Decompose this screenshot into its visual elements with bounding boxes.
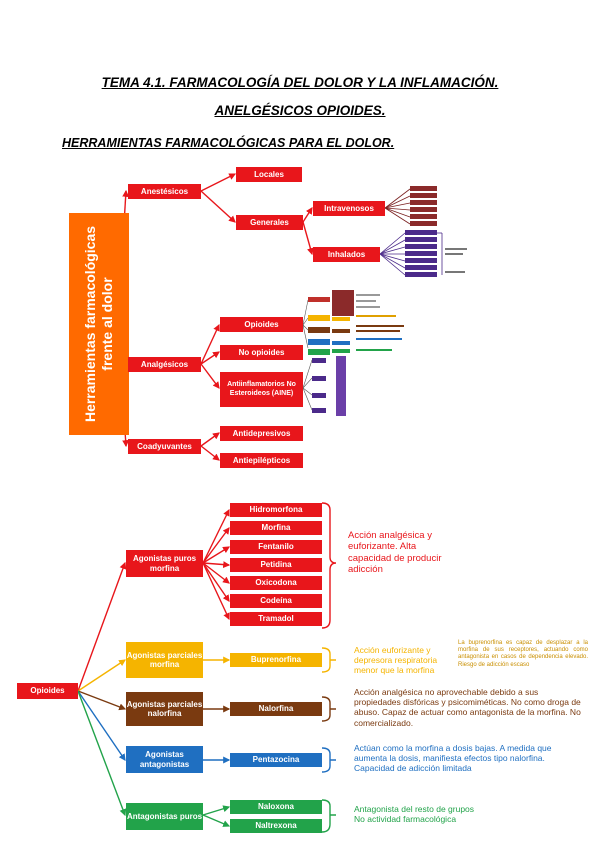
mini-text-line	[356, 294, 380, 296]
mini-box	[332, 317, 350, 321]
node-generales: Generales	[236, 215, 303, 230]
mini-box	[410, 193, 437, 198]
page-title: TEMA 4.1. FARMACOLOGÍA DEL DOLOR Y LA IN…	[101, 75, 499, 90]
mini-text-line	[356, 300, 376, 302]
tree1-root-label: Herramientas farmacológicas frente al do…	[82, 225, 115, 423]
mini-box	[312, 408, 326, 413]
node-intravenosos: Intravenosos	[313, 201, 385, 216]
drug-petidina: Petidina	[230, 558, 322, 572]
note-agonistas-puros: Acción analgésica y euforizante. Alta ca…	[348, 530, 442, 576]
mini-box	[405, 258, 437, 263]
mini-box	[405, 272, 437, 277]
mini-box	[332, 290, 354, 316]
drug-codeina: Codeína	[230, 594, 322, 608]
drug-nalorfina: Nalorfina	[230, 702, 322, 716]
mini-text-line	[445, 253, 463, 255]
node-anestesicos: Anestésicos	[128, 184, 201, 199]
mini-box	[312, 376, 326, 381]
note-agonistas-parciales-nalorfina: Acción analgésica no aprovechable debido…	[354, 687, 581, 728]
mini-box	[410, 186, 437, 191]
mini-box	[410, 214, 437, 219]
mini-box	[405, 265, 437, 270]
drug-morfina: Morfina	[230, 521, 322, 535]
mini-box	[405, 230, 437, 235]
group-agonistas-parciales-nalorfina: Agonistas parciales nalorfina	[126, 692, 203, 726]
note-agonistas-parciales-morfina: Acción euforizante y depresora respirato…	[354, 645, 438, 676]
mini-text-line	[356, 315, 396, 317]
node-opioides-root: Opioides	[17, 683, 78, 699]
group-agonistas-antagonistas: Agonistas antagonistas	[126, 746, 203, 773]
group-agonistas-puros: Agonistas puros morfina	[126, 550, 203, 577]
node-no-opioides: No opioides	[220, 345, 303, 360]
group-agonistas-parciales-morfina: Agonistas parciales morfina	[126, 642, 203, 678]
drug-fentanilo: Fentanilo	[230, 540, 322, 554]
mini-text-line	[356, 325, 404, 327]
mini-box	[410, 221, 437, 226]
mini-text-line	[356, 349, 392, 351]
mini-box	[410, 200, 437, 205]
group-antagonistas-puros: Antagonistas puros	[126, 803, 203, 830]
node-locales: Locales	[236, 167, 302, 182]
mini-text-line	[356, 306, 380, 308]
node-inhalados: Inhalados	[313, 247, 380, 262]
mini-text-line	[356, 330, 400, 332]
note-buprenorfina-detail: La buprenorfina es capaz de desplazar a …	[458, 640, 588, 668]
mini-box	[405, 251, 437, 256]
mini-box	[332, 329, 350, 333]
node-aine: Antiinflamatorios No Esteroideos (AINE)	[220, 372, 303, 407]
mini-box	[332, 341, 350, 345]
node-coadyuvantes: Coadyuvantes	[128, 439, 201, 454]
drug-pentazocina: Pentazocina	[230, 753, 322, 767]
node-antiepilepticos: Antiepilépticos	[220, 453, 303, 468]
node-analgesicos: Analgésicos	[128, 357, 201, 372]
drug-oxicodona: Oxicodona	[230, 576, 322, 590]
page-subtitle: ANELGÉSICOS OPIOIDES.	[214, 103, 386, 118]
mini-box	[308, 297, 330, 302]
mini-box	[308, 327, 330, 333]
mini-box	[308, 339, 330, 345]
mini-box	[312, 393, 326, 398]
mini-box	[405, 244, 437, 249]
note-agonistas-antagonistas: Actúan como la morfina a dosis bajas. A …	[354, 743, 552, 774]
mini-box	[336, 356, 346, 416]
mini-box	[410, 207, 437, 212]
tree1-root-box	[69, 213, 129, 435]
drug-buprenorfina: Buprenorfina	[230, 653, 322, 667]
mini-text-line	[356, 338, 402, 340]
mini-box	[405, 237, 437, 242]
note-antagonistas-puros: Antagonista del resto de grupos No activ…	[354, 804, 475, 825]
mini-box	[332, 349, 350, 353]
drug-naloxona: Naloxona	[230, 800, 322, 814]
drug-tramadol: Tramadol	[230, 612, 322, 626]
section-title: HERRAMIENTAS FARMACOLÓGICAS PARA EL DOLO…	[62, 136, 395, 150]
drug-hidromorfona: Hidromorfona	[230, 503, 322, 517]
drug-naltrexona: Naltrexona	[230, 819, 322, 833]
node-opioides: Opioides	[220, 317, 303, 332]
mini-box	[308, 349, 330, 355]
mini-box	[312, 358, 326, 363]
mini-text-line	[445, 271, 465, 273]
mini-box	[308, 315, 330, 321]
node-antidepresivos: Antidepresivos	[220, 426, 303, 441]
mini-text-line	[445, 248, 467, 250]
